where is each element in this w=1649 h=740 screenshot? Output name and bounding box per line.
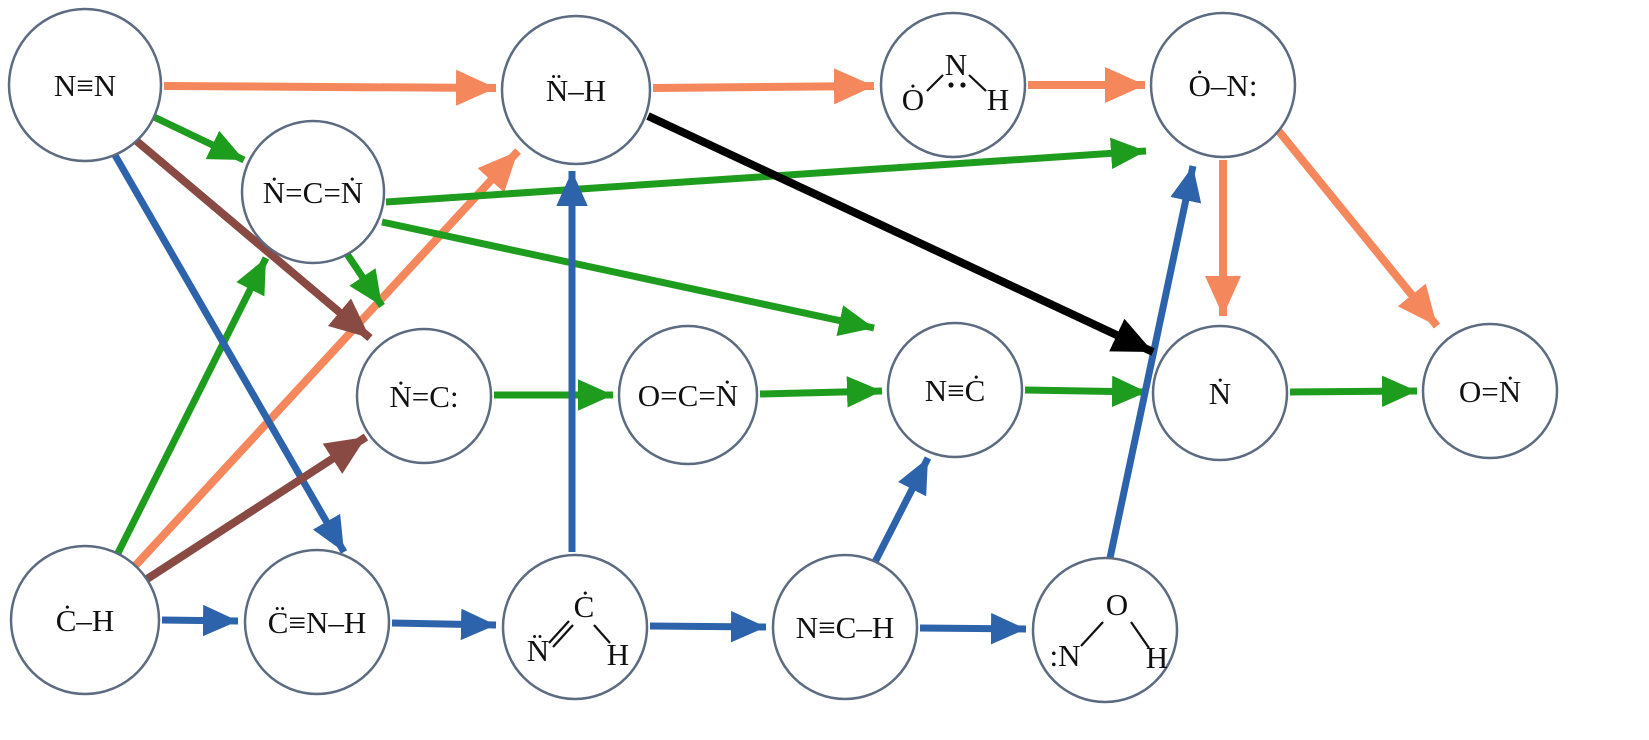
species-label-ncn: Ṅ=C=Ṅ [263,175,363,210]
bond-line-hcn2-0 [548,620,570,644]
species-label-nc: Ṅ=C: [389,379,458,414]
bond-line-noh-1 [1130,621,1150,649]
edges-layer [108,67,1441,645]
species-circle-n2 [7,7,163,163]
species-node-nh: N̈–H [500,14,652,166]
reaction-arrow-cnh-to-hcn2 [391,608,497,641]
species-circle-nc2 [886,321,1024,459]
species-node-ncn: Ṅ=C=Ṅ [240,119,386,265]
species-label-ch: Ċ–H [56,603,115,638]
species-node-n2: N≡N [7,7,163,163]
species-label-cnh: C̈≡N–H [268,605,366,640]
species-circle-nc [355,327,493,465]
reaction-arrow-n2-to-nc [130,134,373,342]
species-node-cnh: C̈≡N–H [243,548,391,696]
bond-line-hno-1 [968,74,987,92]
bond-line-noh-0 [1080,621,1104,647]
reaction-arrow-nch-to-noh [919,612,1027,645]
atom-label-hno-2: H [987,82,1009,117]
species-node-on2: O=Ṅ [1421,322,1559,460]
reaction-arrow-noh-to-on [1106,165,1202,559]
reaction-arrow-ncn-to-on [385,137,1147,206]
bond-line-hcn2-1 [552,624,574,648]
species-label-nh: N̈–H [546,73,606,108]
species-circle-noh [1031,556,1179,704]
species-circle-ocn [617,324,759,466]
species-label-ocn: O=C=Ṅ [638,378,738,413]
species-node-hcn2: Ċ N̈ H [501,553,649,701]
species-circle-on [1149,11,1297,159]
species-label-on: Ȯ–N: [1189,68,1258,103]
reaction-arrow-ocn-to-nc2 [759,376,883,408]
reaction-arrow-hcn2-to-nch [649,610,767,643]
atom-label-noh-1: :N [1050,638,1081,673]
species-circle-natom [1151,324,1289,462]
species-label-on2: O=Ṅ [1459,374,1521,409]
species-circle-on2 [1421,322,1559,460]
electron-dot-hno-1 [960,82,966,88]
reaction-arrow-ch-to-cnh [161,604,239,637]
reaction-arrow-on-to-on2 [1273,126,1441,329]
species-label-nc2: N≡Ċ [925,373,986,408]
atom-label-hcn2-2: H [607,637,629,672]
species-circle-nch [771,553,919,701]
species-label-n2: N≡N [54,68,116,103]
bond-line-hcn2-2 [593,624,611,644]
species-label-nch: N≡C–H [796,610,894,645]
atom-label-hno-1: N [945,47,967,82]
species-circle-ncn [240,119,386,265]
reaction-arrow-nh-to-natom [646,112,1155,356]
species-circle-nh [500,14,652,166]
atom-label-hcn2-0: Ċ [574,589,595,624]
reaction-arrow-ncn-to-nc [344,252,385,308]
species-node-ch: Ċ–H [9,544,161,696]
species-node-ocn: O=C=Ṅ [617,324,759,466]
reaction-arrow-nch-to-nc2 [871,456,932,564]
reaction-arrow-nc2-to-natom [1024,375,1148,408]
atom-label-noh-0: O [1106,587,1128,622]
reaction-arrow-nh-to-hno [652,68,875,105]
species-node-nch: N≡C–H [771,553,919,701]
species-circle-cnh [243,548,391,696]
species-node-nc: Ṅ=C: [355,327,493,465]
species-node-hno: ȮNH [879,11,1027,159]
reaction-arrow-ch-to-nc [144,433,369,583]
reaction-arrow-n2-to-ncn [152,113,246,164]
species-node-noh: O :N H [1031,556,1179,704]
bond-line-hno-0 [926,74,944,92]
reaction-arrow-ch-to-nh [132,148,521,569]
reaction-arrow-natom-to-on2 [1289,375,1418,408]
reaction-arrow-n2-to-cnh [108,148,348,554]
reaction-arrow-ch-to-ncn [114,256,270,555]
atom-label-noh-2: H [1146,640,1168,675]
atom-label-hno-0: Ȯ [902,82,924,117]
species-circle-ch [9,544,161,696]
atom-label-hcn2-1: N̈ [527,633,549,668]
reaction-arrow-n2-to-nh [163,69,497,106]
species-node-nc2: N≡Ċ [886,321,1024,459]
species-label-natom: Ṅ [1209,376,1231,411]
reaction-arrow-ncn-to-nc2 [381,218,875,337]
species-node-natom: Ṅ [1151,324,1289,462]
species-node-on: Ȯ–N: [1149,11,1297,159]
species-circle-hcn2 [501,553,649,701]
electron-dot-hno-0 [948,82,954,88]
